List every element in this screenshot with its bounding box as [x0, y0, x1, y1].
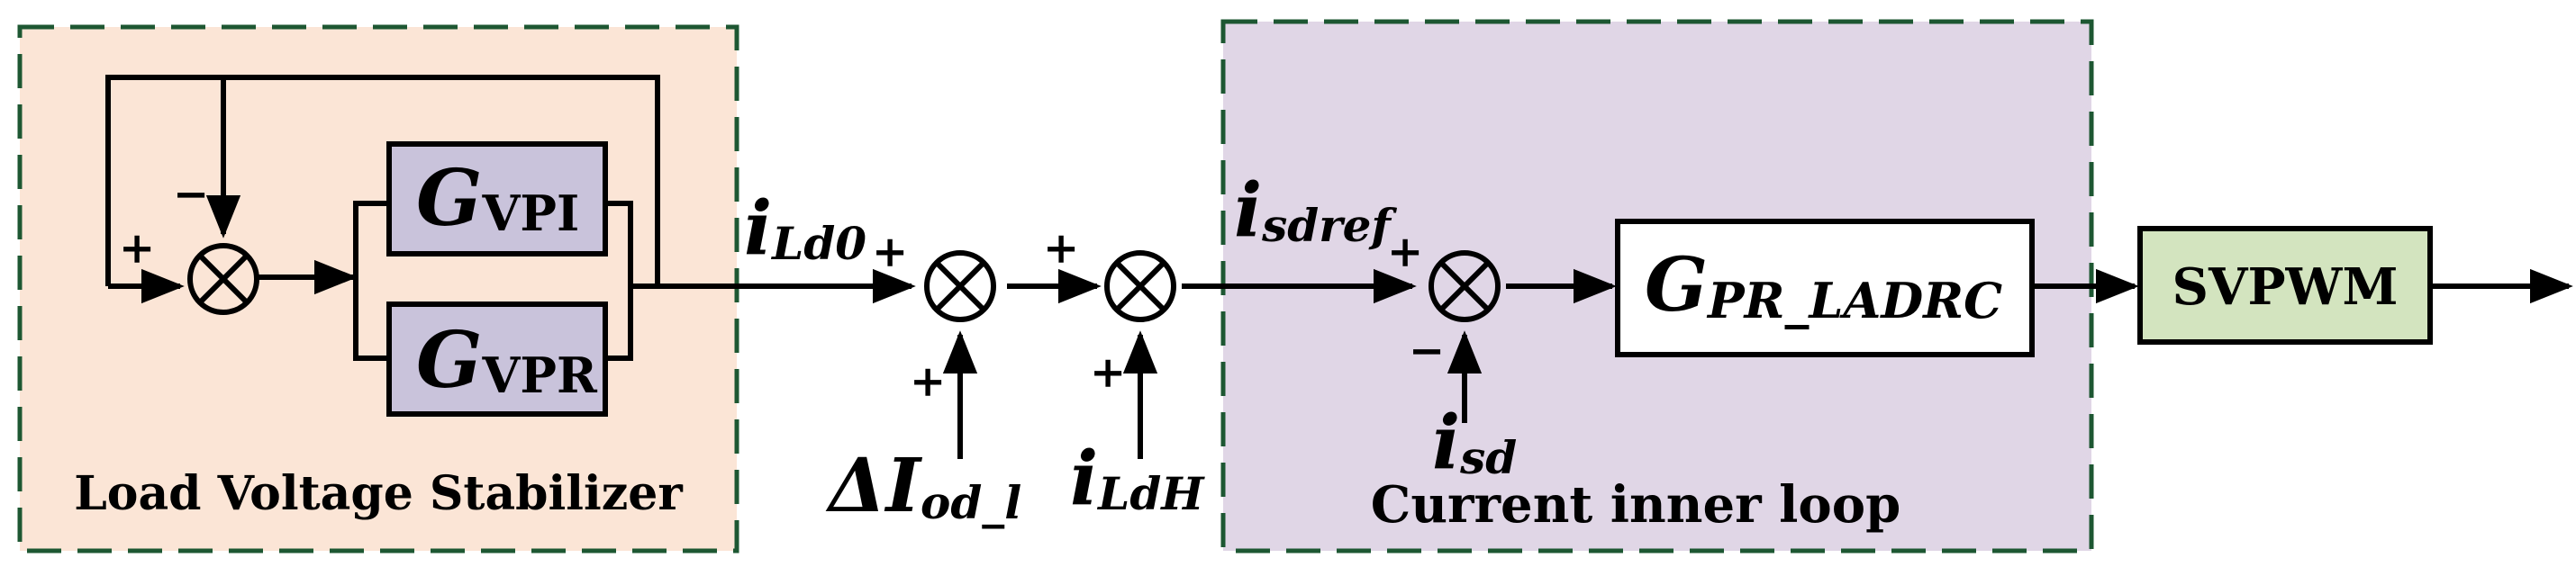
signal-delta-iod: ΔIod_l: [825, 443, 1021, 529]
svpwm-label: SVPWM: [2172, 257, 2399, 317]
gvpi-main: G: [416, 153, 482, 244]
signal-isdref: isdref: [1234, 167, 1397, 254]
sign-sj4-left: +: [1387, 227, 1423, 277]
gpr-ladrc-block: GPR_LADRC: [1615, 219, 2035, 357]
gvpr-main: G: [416, 315, 482, 406]
summing-junction-2: [924, 250, 996, 322]
sign-sj1-feedback: −: [173, 169, 209, 220]
svg-text:GVPR: GVPR: [416, 315, 598, 406]
gpr-sub: PR_LADRC: [1706, 272, 2002, 329]
stabilizer-caption: Load Voltage Stabilizer: [74, 466, 683, 521]
signal-ildh: iLdH: [1070, 436, 1205, 522]
signal-isd: isd: [1432, 400, 1517, 486]
sign-sj3-bottom: +: [1090, 347, 1126, 398]
svpwm-block: SVPWM: [2137, 226, 2433, 345]
summing-junction-3: [1104, 250, 1176, 322]
svg-text:GVPI: GVPI: [416, 153, 579, 244]
sign-sj4-bottom: −: [1409, 326, 1445, 376]
current-loop-caption: Current inner loop: [1371, 475, 1900, 535]
sign-sj1-input: +: [119, 223, 155, 274]
gpr-main: G: [1645, 242, 1708, 328]
gvpi-block: GVPI: [386, 141, 608, 256]
sign-sj2-bottom: +: [910, 356, 946, 407]
gvpr-sub: VPR: [481, 346, 598, 404]
signal-ild0: iLd0: [744, 185, 866, 272]
gvpi-sub: VPI: [481, 184, 579, 242]
sign-sj2-left: +: [872, 227, 908, 277]
gvpr-block: GVPR: [386, 302, 608, 417]
svg-text:GPR_LADRC: GPR_LADRC: [1645, 242, 2002, 329]
stabilizer-feedback-wires: [105, 75, 2573, 459]
summing-junction-1: [187, 243, 259, 315]
summing-junction-4: [1429, 250, 1501, 322]
sign-sj3-left: +: [1043, 223, 1079, 274]
